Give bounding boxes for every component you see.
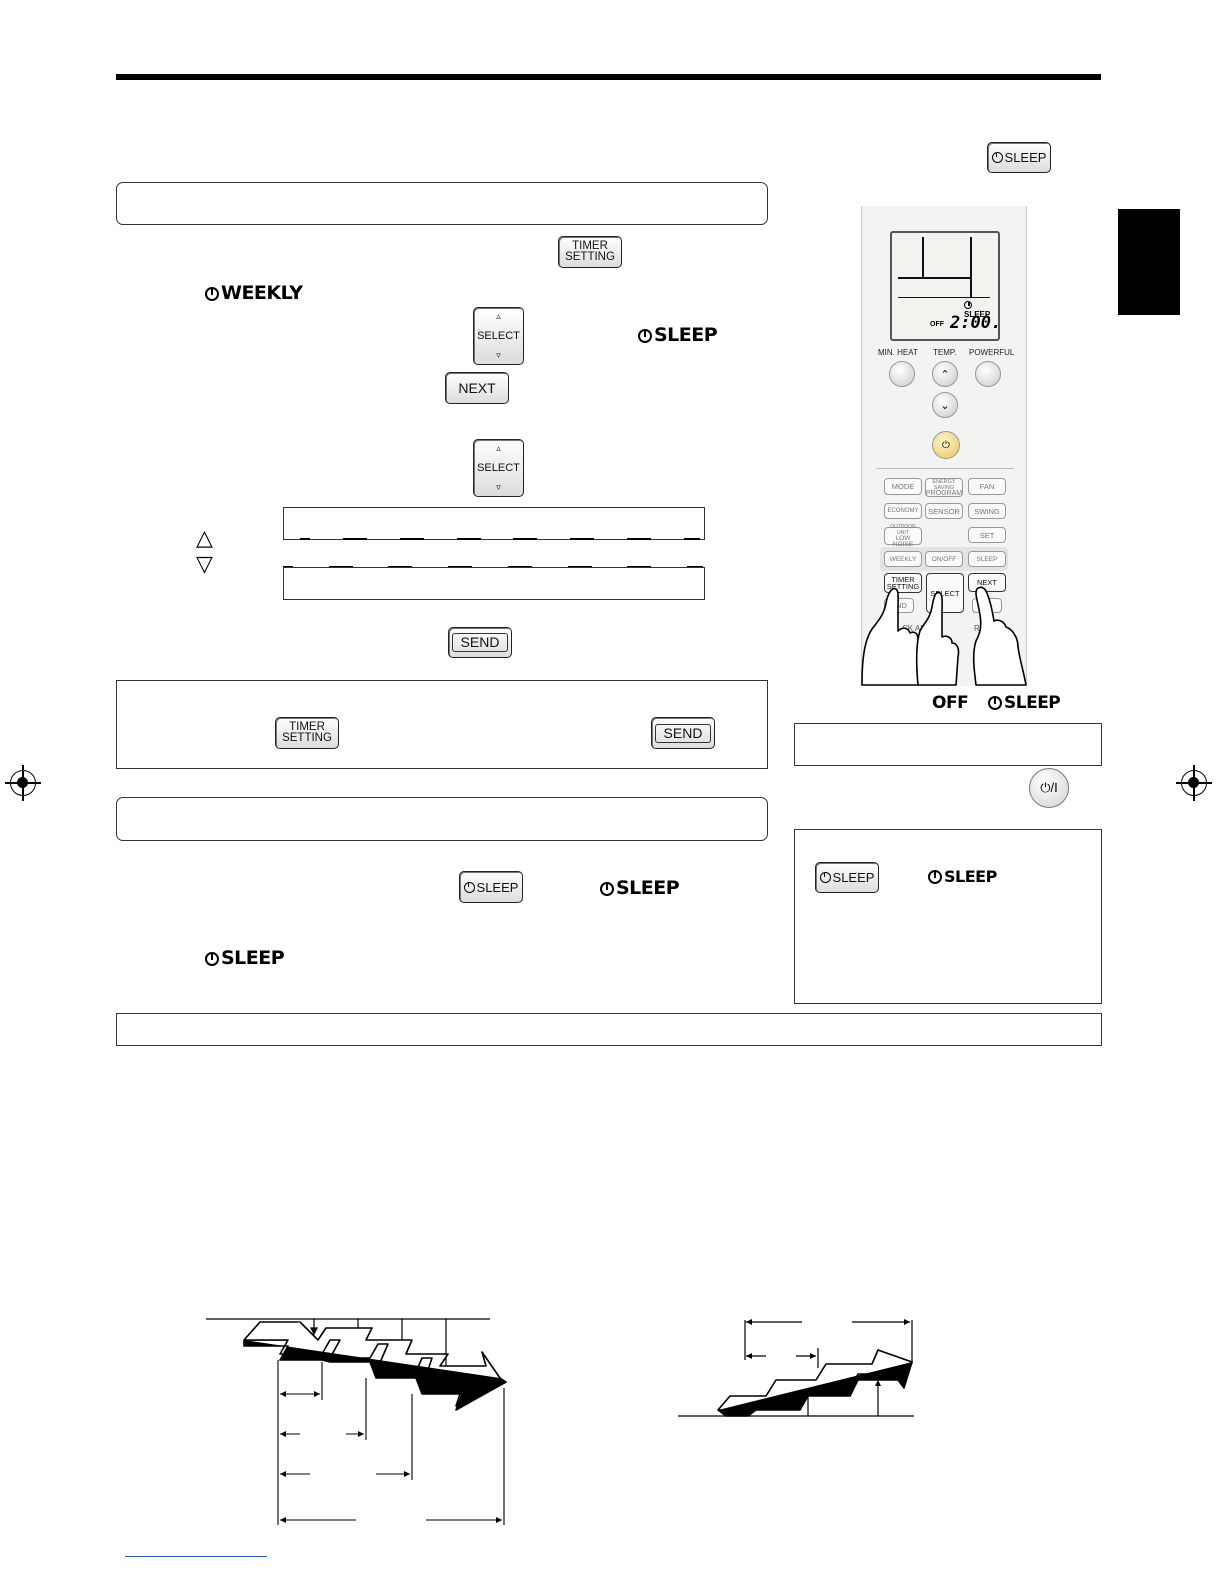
remote-swing-button[interactable]: SWING [968,503,1006,519]
timer-clock-icon [638,329,652,343]
arrow-up-icon: ▵ [496,443,501,453]
sleep-label-remote: SLEEP [988,693,1061,713]
timer-clock-icon [988,696,1002,710]
triangle-up-icon: △ [196,525,213,550]
select-button[interactable]: ▵ SELECT ▿ [473,307,524,365]
powerful-label: POWERFUL [969,348,1015,357]
footer-link-underline [125,1556,267,1557]
arrow-down-icon: ▿ [496,350,501,360]
temp-label: TEMP. [933,348,957,357]
triangle-down-icon: ▽ [196,551,213,576]
min-heat-label: MIN. HEAT [878,348,918,357]
send-button[interactable]: SEND [448,627,512,658]
registration-mark-left [5,765,41,801]
remote-bottom-left-label: CK AD [902,624,927,633]
section-header-weekly [116,182,768,225]
header-rule [116,74,1101,80]
remote-power-button[interactable]: ⏻ [932,431,960,459]
sleep-button-header[interactable]: SLEEP [987,142,1051,173]
timer-clock-icon [819,872,831,883]
sleep-label-note: SLEEP [928,867,997,886]
remote-sensor-button[interactable]: SENSOR [925,503,963,519]
send-button-note[interactable]: SEND [651,717,715,749]
temp-down-knob[interactable]: ⌄ [932,392,958,418]
min-heat-knob[interactable] [889,361,915,387]
sleep-label-2: SLEEP [600,877,680,899]
sequence-dashes-lower [283,566,703,568]
timer-clock-icon [964,301,972,309]
remote-economy-button[interactable]: ECONOMY [884,503,922,519]
right-note-box [794,829,1102,1004]
lcd-off-indicator: OFF [930,321,944,328]
power-button[interactable]: ⏻/I [1029,768,1069,808]
remote-mode-button[interactable]: MODE [884,478,922,495]
remote-onoff-button[interactable]: ON/OFF [925,551,963,567]
arrow-down-icon: ▿ [496,482,501,492]
right-header-box [794,723,1102,766]
hands-pressing-icon [861,586,1027,686]
remote-fan-button[interactable]: FAN [968,478,1006,495]
sleep-button[interactable]: SLEEP [459,871,523,903]
remote-control-illustration: SLEEP OFF 2:00. MIN. HEAT TEMP. POWERFUL… [861,206,1027,686]
sequence-dashes-upper [300,538,700,540]
lcd-time: 2:00. [950,313,1002,333]
weekly-label: WEEKLY [205,282,303,304]
arrow-up-icon: ▵ [496,311,501,321]
sequence-box-upper [283,507,705,540]
sleep-label-3: SLEEP [205,947,285,969]
section-header-sleep [116,797,768,841]
remote-set-button[interactable]: SET [968,527,1006,543]
timer-clock-icon [205,952,219,966]
temp-up-knob[interactable]: ⌃ [932,361,958,387]
next-button[interactable]: NEXT [445,372,509,404]
timer-clock-icon [205,287,219,301]
info-bar [116,1013,1102,1046]
section-tab [1118,209,1180,315]
sleep-button-note[interactable]: SLEEP [815,862,879,893]
sleep-cooling-diagram [206,1318,507,1525]
remote-sleep-button[interactable]: SLEEP [968,551,1006,567]
timer-clock-icon [600,882,614,896]
timer-clock-icon [463,881,475,893]
sleep-label: SLEEP [638,324,718,346]
registration-mark-right [1176,765,1212,801]
timer-clock-icon [991,152,1003,163]
lcd-sleep-indicator: SLEEP [964,301,998,319]
off-label: OFF [932,693,969,713]
remote-weekly-button[interactable]: WEEKLY [884,551,922,567]
powerful-knob[interactable] [975,361,1001,387]
timer-clock-icon [928,870,942,884]
remote-lcd: SLEEP OFF 2:00. [890,231,1002,341]
sequence-box-lower [283,567,705,600]
sleep-heating-diagram [678,1319,914,1417]
select-button-2[interactable]: ▵ SELECT ▿ [473,439,524,497]
